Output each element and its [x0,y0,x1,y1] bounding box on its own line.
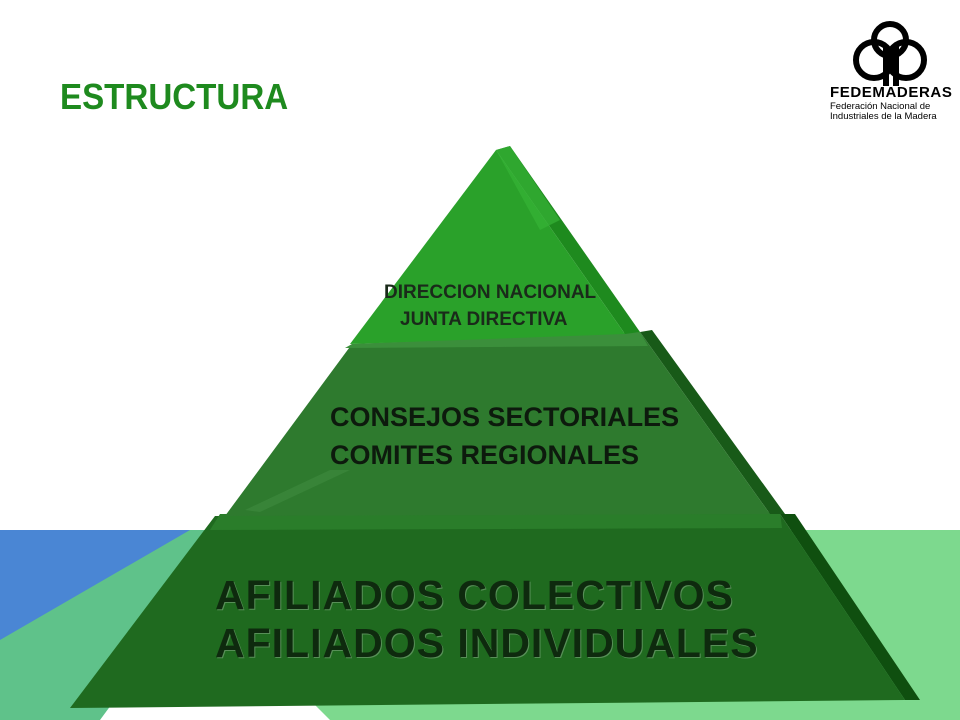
pyramid-tier-top [350,150,625,344]
pyramid-tier-bottom-side [780,514,920,700]
tier-bottom-line1: AFILIADOS COLECTIVOS [215,572,734,618]
logo-subtitle-line2: Industriales de la Madera [830,111,937,122]
pyramid-tier-middle-side [640,330,785,514]
pyramid-tier-top-highlight [496,146,560,230]
pyramid-tier-middle-top [345,332,648,348]
pyramid-tier-bottom-top [210,512,782,530]
pyramid-tier-middle [225,332,770,516]
tree-logo-icon [853,21,927,86]
slide-title: ESTRUCTURA [60,76,289,117]
logo-name: FEDEMADERAS [830,84,953,101]
tier-bottom-line2: AFILIADOS INDIVIDUALES [215,620,759,666]
logo-subtitle-line1: Federación Nacional de [830,101,931,112]
tier-top-line2: JUNTA DIRECTIVA [400,309,568,330]
tier-middle-line1: CONSEJOS SECTORIALES [330,402,680,432]
tier-middle-line2: COMITES REGIONALES [330,440,640,470]
logo-subtitle: Federación Nacional de Industriales de l… [830,102,950,122]
tier-top-line1: DIRECCION NACIONAL [384,282,597,303]
pyramid-tier-bottom [70,514,905,708]
pyramid-tier-middle-shade [245,470,350,512]
